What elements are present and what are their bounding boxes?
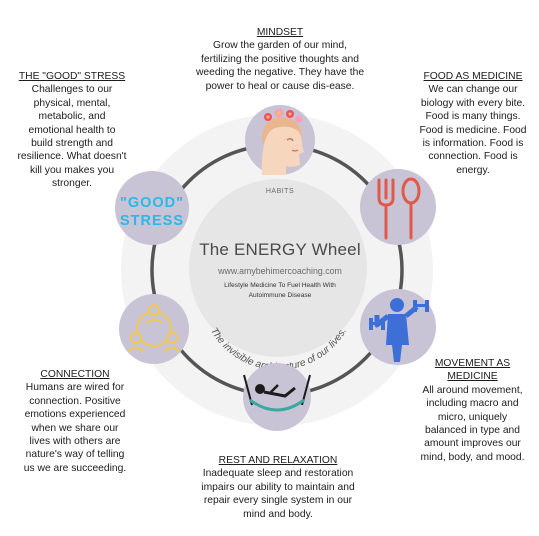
- rest-heading: REST AND RELAXATION: [218, 455, 338, 466]
- food-block: FOOD AS MEDICINE We can change our biolo…: [413, 70, 533, 177]
- stress-line: build strength and: [31, 138, 113, 150]
- connection-line: Humans are wired for: [25, 382, 125, 394]
- dumbbell-person-icon: [369, 298, 429, 362]
- stress-block: THE "GOOD" STRESS Challenges to our phys…: [8, 70, 136, 191]
- connection-line: connection. Positive: [29, 395, 121, 407]
- movement-line: mind, body, and mood.: [420, 451, 525, 463]
- food-line: is information. Food is: [422, 138, 524, 150]
- food-node: [360, 169, 436, 245]
- mindset-line: power to heal or cause dis-ease.: [205, 80, 355, 92]
- rest-line: impairs our ability to maintain and: [201, 481, 355, 493]
- connection-heading: CONNECTION: [40, 369, 110, 380]
- stress-line: emotional health to: [28, 124, 116, 136]
- movement-line: All around movement,: [422, 384, 523, 396]
- rest-line: repair every single system in our: [203, 495, 353, 507]
- mindset-line: Grow the garden of our mind,: [213, 40, 347, 52]
- movement-heading-line1: MOVEMENT AS: [434, 358, 511, 369]
- movement-line: including macro and: [426, 398, 519, 410]
- center-disc: [189, 179, 367, 357]
- mindset-heading: MINDSET: [256, 27, 304, 38]
- mindset-line: fertilizing the positive thoughts and: [201, 53, 359, 65]
- stress-line: physical, mental,: [33, 97, 111, 109]
- habits-label: HABITS: [265, 188, 295, 195]
- food-heading: FOOD AS MEDICINE: [423, 71, 523, 82]
- mindset-line: weeding the negative. They have the: [195, 67, 365, 79]
- food-line: energy.: [456, 164, 490, 176]
- food-line: Food is many things.: [425, 111, 521, 123]
- people-circle-icon: [127, 304, 181, 353]
- rest-node: [243, 363, 311, 431]
- connection-node: [119, 294, 189, 364]
- movement-block: MOVEMENT AS MEDICINE All around movement…: [410, 357, 535, 464]
- connection-line: when we share our: [31, 422, 119, 434]
- rest-line: Inadequate sleep and restoration: [202, 468, 354, 480]
- connection-line: emotions experienced: [24, 409, 126, 421]
- movement-line: micro, uniquely: [437, 411, 508, 423]
- food-line: We can change our: [428, 84, 518, 96]
- good-stress-line1: "GOOD": [120, 195, 184, 211]
- wheel-subtitle: Lifestyle Medicine To Fuel Health With A…: [224, 282, 336, 299]
- movement-node: [360, 289, 436, 365]
- wheel-title: The ENERGY Wheel: [199, 240, 361, 259]
- stress-line: stronger.: [51, 178, 93, 190]
- food-line: Food is medicine. Food: [419, 124, 527, 136]
- stress-line: metabolic, and: [38, 111, 106, 123]
- movement-line: amount improves our: [424, 438, 521, 450]
- food-line: connection. Food is: [428, 151, 518, 163]
- connection-line: nature's way of telling: [25, 449, 125, 461]
- mindset-node: [245, 105, 315, 175]
- connection-block: CONNECTION Humans are wired for connecti…: [10, 368, 140, 475]
- hammock-icon: [243, 374, 311, 412]
- fork-spoon-icon: [377, 177, 421, 240]
- stress-line: kill you makes you: [29, 164, 115, 176]
- movement-heading-line2: MEDICINE: [447, 371, 498, 383]
- stress-node: "GOOD" STRESS: [115, 171, 189, 245]
- food-line: biology with every bite.: [420, 97, 526, 109]
- stress-line: Challenges to our: [31, 84, 113, 96]
- head-flowers-icon: [261, 108, 304, 175]
- rest-block: REST AND RELAXATION Inadequate sleep and…: [176, 454, 380, 521]
- rest-line: mind and body.: [243, 508, 313, 520]
- connection-line: lives with others are: [29, 436, 121, 448]
- stress-line: resilience. What doesn't: [17, 151, 127, 163]
- website-url: www.amybehimercoaching.com: [218, 266, 342, 276]
- movement-line: balanced in type and: [424, 425, 521, 437]
- good-stress-line2: STRESS: [120, 213, 184, 229]
- mindset-block: MINDSET Grow the garden of our mind, fer…: [170, 26, 390, 93]
- stress-heading: THE "GOOD" STRESS: [18, 71, 126, 82]
- connection-line: us we are succeeding.: [23, 462, 127, 474]
